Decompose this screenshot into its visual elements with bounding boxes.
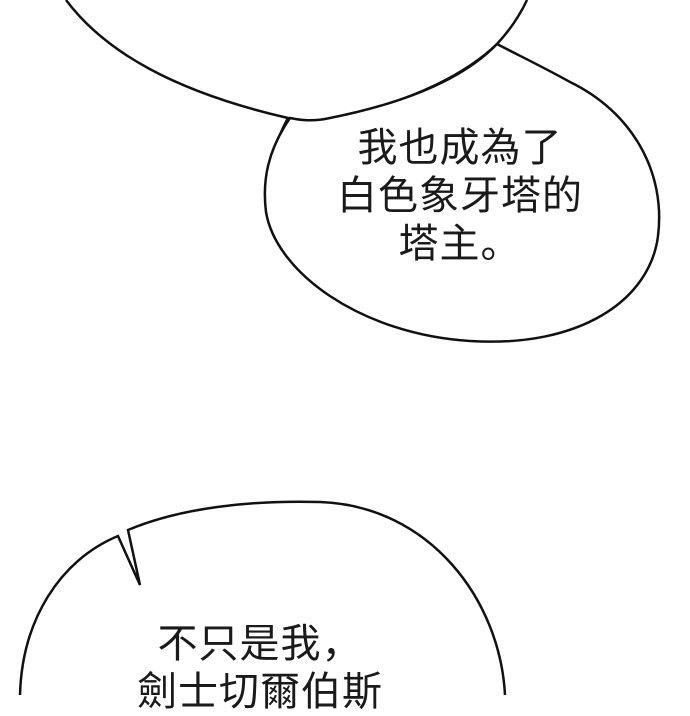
speech-line: 我也成為了 [357, 125, 563, 171]
speech-line: 劍士切爾伯斯 [137, 669, 383, 715]
speech-line: 不只是我， [157, 621, 363, 667]
speech-bubbles-svg [18, 0, 661, 696]
speech-text-bottom: 不只是我， 劍士切爾伯斯 [100, 620, 420, 716]
comic-panel: 我也成為了 白色象牙塔的 塔主。 不只是我， 劍士切爾伯斯 [18, 0, 661, 715]
speech-line: 塔主。 [398, 221, 522, 267]
speech-text-top: 我也成為了 白色象牙塔的 塔主。 [300, 124, 620, 268]
speech-line: 白色象牙塔的 [337, 173, 583, 219]
speech-bubble-bottom [18, 500, 507, 696]
speech-bubble-top [263, 42, 661, 343]
